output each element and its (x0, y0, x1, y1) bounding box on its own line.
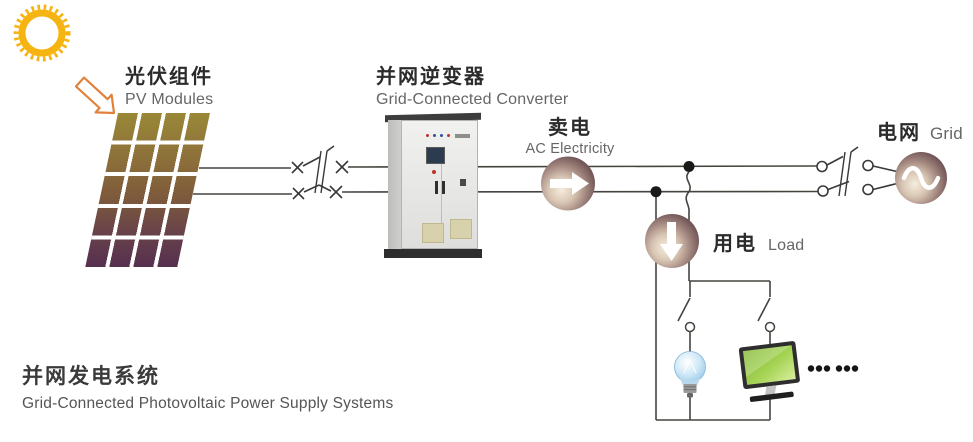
grid-source-icon (895, 152, 947, 204)
door-handle (435, 181, 438, 194)
door-handle (442, 181, 445, 194)
light-bulb-icon (674, 351, 706, 398)
sell-electricity-label-zh: 卖电 (548, 117, 592, 139)
load-label: 用电 Load (713, 227, 804, 256)
converter-label: 并网逆变器 Grid-Connected Converter (376, 60, 568, 109)
cabinet-logo (455, 134, 470, 138)
dc-disconnect-switch-icon (291, 145, 349, 200)
converter-cabinet-graphic (384, 112, 482, 258)
load-flow-icon (645, 214, 699, 268)
led-red-icon (447, 134, 450, 137)
led-red-icon (426, 134, 429, 137)
load-label-zh: 用电 (713, 233, 757, 255)
led-blue-icon (440, 134, 443, 137)
more-loads-dots (807, 365, 859, 372)
diagram-title: 并网发电系统 Grid-Connected Photovoltaic Power… (22, 360, 393, 413)
vent-panel (450, 219, 472, 239)
converter-label-zh: 并网逆变器 (376, 66, 486, 88)
sunlight-arrow-icon (74, 76, 116, 115)
diagram-title-en: Grid-Connected Photovoltaic Power Supply… (22, 395, 394, 412)
led-blue-icon (433, 134, 436, 137)
converter-label-en: Grid-Connected Converter (376, 91, 569, 108)
pv-modules-label-zh: 光伏组件 (125, 66, 213, 88)
pv-modules-label: 光伏组件 PV Modules (125, 60, 213, 109)
pv-modules-label-en: PV Modules (125, 91, 214, 108)
cabinet-base (384, 249, 482, 258)
grid-label-zh: 电网 (877, 122, 921, 144)
sell-electricity-icon (541, 156, 595, 211)
cabinet-front-panel (401, 120, 478, 249)
load-label-en: Load (768, 237, 805, 254)
sun-icon (13, 4, 71, 62)
junction-dots (650, 161, 695, 198)
sell-electricity-label-en: AC Electricity (525, 141, 615, 157)
cabinet-door-divider (441, 161, 442, 238)
monitor-icon (738, 341, 800, 402)
cabinet-lock (460, 179, 466, 186)
cabinet-button (432, 170, 436, 174)
grid-switch-icon (816, 146, 900, 197)
vent-panel (422, 223, 444, 243)
diagram-title-zh: 并网发电系统 (22, 365, 160, 388)
grid-label: 电网 Grid (877, 116, 963, 145)
sell-electricity-label: 卖电 AC Electricity (500, 111, 640, 157)
cabinet-display-screen (426, 147, 445, 164)
cabinet-side-panel (388, 120, 401, 249)
grid-label-en: Grid (930, 124, 963, 143)
dc-wires (193, 165, 819, 195)
